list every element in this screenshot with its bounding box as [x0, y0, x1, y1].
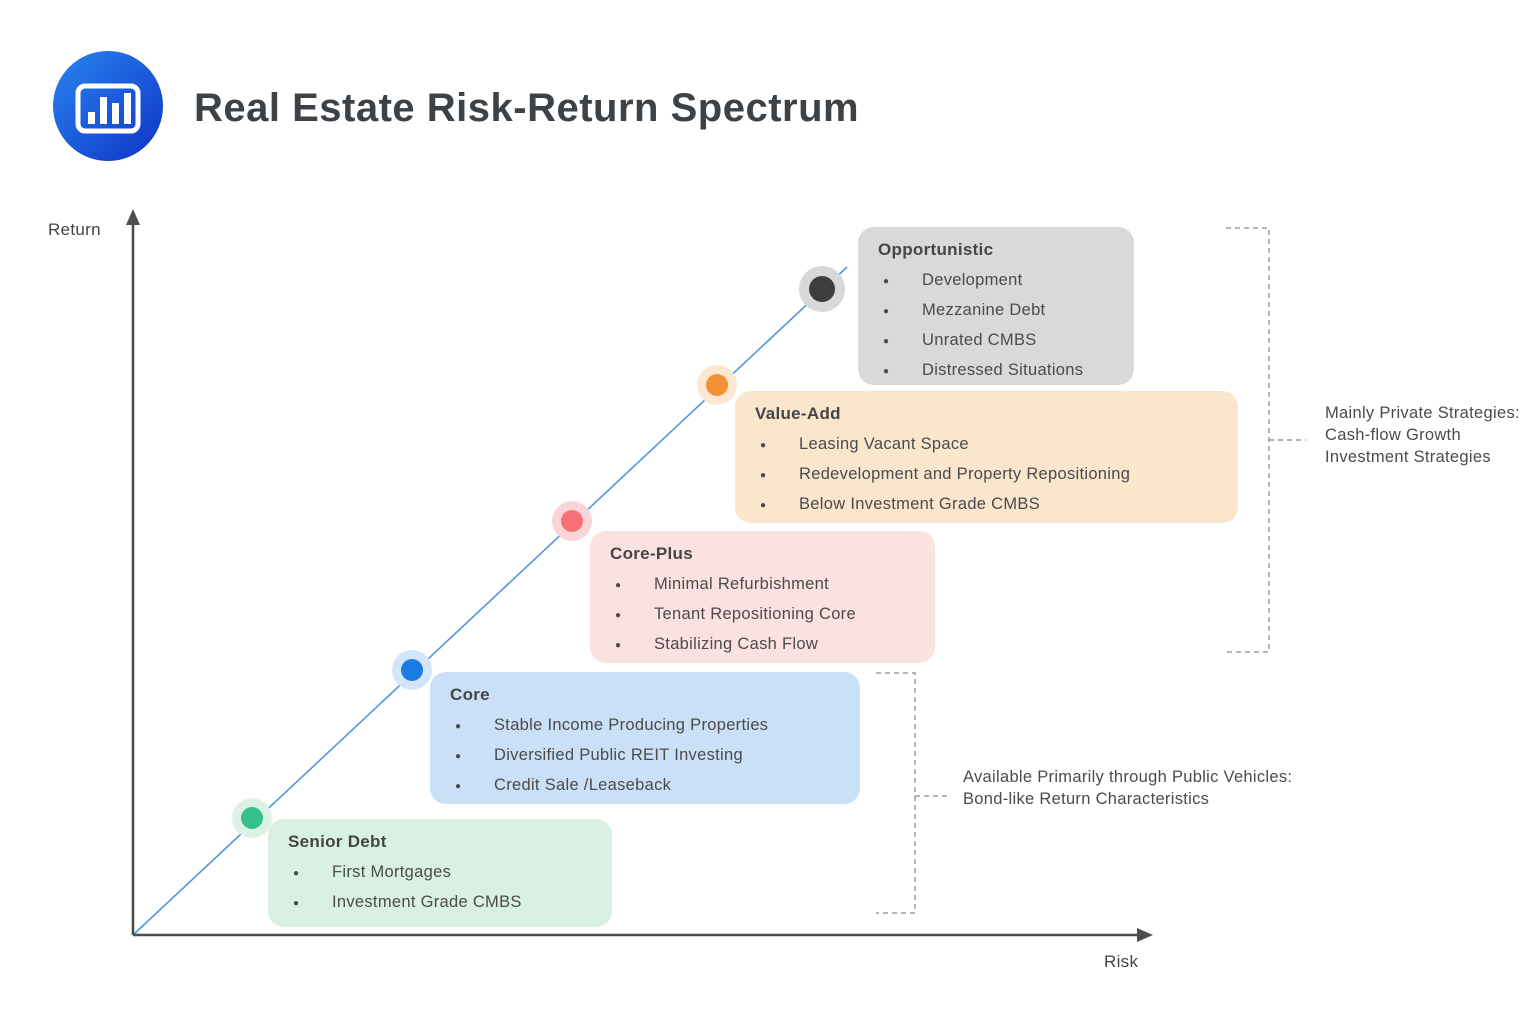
strategy-box-core-plus: Core-Plus Minimal Refurbishment Tenant R…	[590, 531, 935, 663]
list-item: Tenant Repositioning Core	[610, 599, 915, 629]
strategy-title: Senior Debt	[288, 832, 387, 851]
annotation-public-vehicles: Available Primarily through Public Vehic…	[963, 768, 1293, 808]
list-item: Unrated CMBS	[878, 325, 1114, 355]
bullet-icon	[755, 435, 799, 453]
list-item: Credit Sale /Leaseback	[450, 770, 840, 800]
spectrum-point-core	[392, 650, 432, 690]
list-item: Investment Grade CMBS	[288, 887, 592, 917]
bullet-icon	[450, 776, 494, 794]
strategy-title: Value-Add	[755, 404, 841, 423]
list-item: Minimal Refurbishment	[610, 569, 915, 599]
strategy-title: Core	[450, 685, 490, 704]
annotation-private-strategies: Mainly Private Strategies: Cash-flow Gro…	[1325, 404, 1520, 466]
bullet-icon	[610, 575, 654, 593]
y-axis-label: Return	[48, 220, 101, 239]
list-item: Stabilizing Cash Flow	[610, 629, 915, 659]
list-item: Leasing Vacant Space	[755, 429, 1218, 459]
page-title: Real Estate Risk-Return Spectrum	[194, 86, 860, 130]
x-axis	[133, 928, 1153, 942]
bullet-icon	[878, 301, 922, 319]
bullet-icon	[450, 716, 494, 734]
strategy-box-value-add: Value-Add Leasing Vacant Space Redevelop…	[735, 391, 1238, 523]
list-item: Stable Income Producing Properties	[450, 710, 840, 740]
list-item: Diversified Public REIT Investing	[450, 740, 840, 770]
strategy-box-opportunistic: Opportunistic Development Mezzanine Debt…	[858, 227, 1134, 385]
dot-icon	[401, 659, 423, 681]
x-axis-label: Risk	[1104, 952, 1139, 971]
list-item: Development	[878, 265, 1114, 295]
bullet-icon	[288, 893, 332, 911]
bullet-icon	[755, 465, 799, 483]
dot-icon	[561, 510, 583, 532]
dot-icon	[241, 807, 263, 829]
bullet-icon	[878, 331, 922, 349]
bracket-private-strategies	[1226, 227, 1306, 653]
dot-icon	[809, 276, 835, 302]
bullet-icon	[610, 635, 654, 653]
bullet-icon	[755, 495, 799, 513]
bullet-icon	[878, 271, 922, 289]
spectrum-point-value-add	[697, 365, 737, 405]
list-item: Mezzanine Debt	[878, 295, 1114, 325]
strategy-title: Opportunistic	[878, 240, 994, 259]
spectrum-point-opportunistic	[799, 266, 845, 312]
list-item: First Mortgages	[288, 857, 592, 887]
strategy-title: Core-Plus	[610, 544, 693, 563]
y-axis	[126, 209, 140, 935]
bar-chart-logo-icon	[53, 51, 163, 161]
bullet-icon	[878, 361, 922, 379]
bullet-icon	[288, 863, 332, 881]
strategy-box-core: Core Stable Income Producing Properties …	[430, 672, 860, 804]
list-item: Redevelopment and Property Repositioning	[755, 459, 1218, 489]
list-item: Distressed Situations	[878, 355, 1114, 385]
spectrum-point-core-plus	[552, 501, 592, 541]
bracket-public-vehicles	[876, 672, 951, 914]
bullet-icon	[610, 605, 654, 623]
list-item: Below Investment Grade CMBS	[755, 489, 1218, 519]
dot-icon	[706, 374, 728, 396]
bullet-icon	[450, 746, 494, 764]
strategy-box-senior-debt: Senior Debt First Mortgages Investment G…	[268, 819, 612, 927]
spectrum-point-senior-debt	[232, 798, 272, 838]
